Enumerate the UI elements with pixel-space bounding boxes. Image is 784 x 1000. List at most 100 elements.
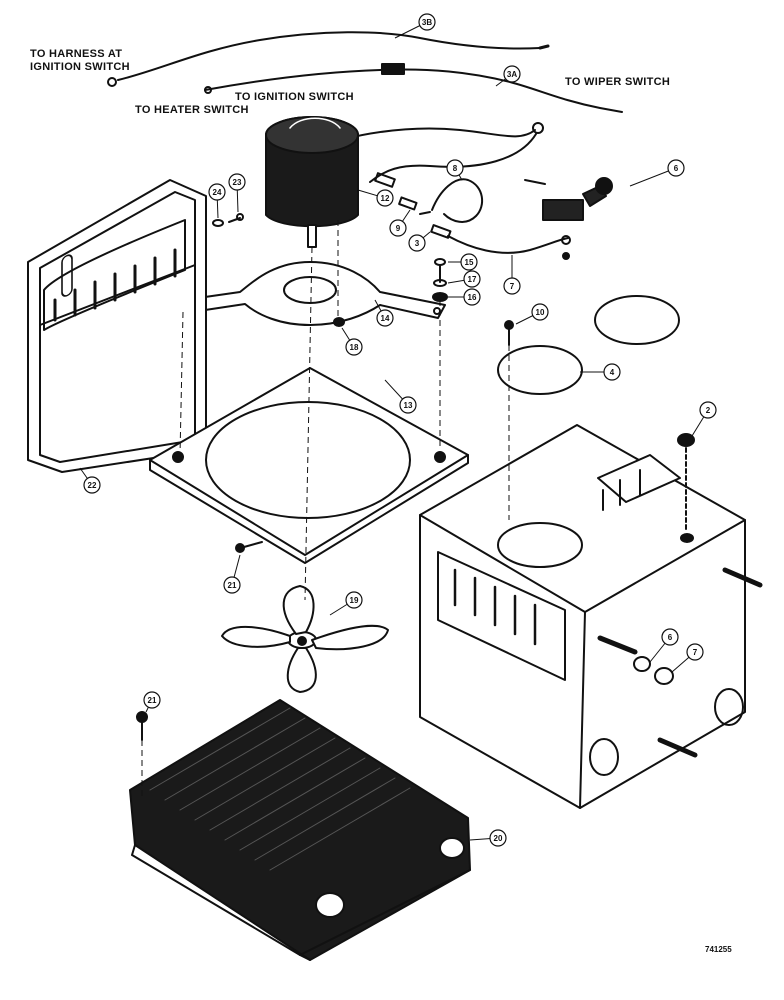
callout-number: 24 [213,188,222,197]
label-heater-switch: TO HEATER SWITCH [135,104,249,116]
callout-circle [463,270,481,288]
callout-circle [446,159,464,177]
label-harness-line2: IGNITION SWITCH [30,61,130,73]
wire-heater [204,63,623,113]
assembly-lines [141,220,510,800]
callout-9: 9 [389,209,411,237]
callout-number: 19 [350,596,359,605]
callout-2: 2 [691,401,717,437]
callout-number: 21 [228,581,237,590]
callout-number: 6 [668,633,673,642]
label-harness-line1: TO HARNESS AT [30,48,123,60]
motor-mount-bracket [169,261,446,326]
label-ignition-switch: TO IGNITION SWITCH [235,91,354,103]
switch-assembly [524,177,613,260]
callout-circle [531,303,549,321]
callout-number: 23 [233,178,242,187]
seal-lower [497,345,583,395]
callout-20: 20 [469,829,507,847]
callout-3: 3 [408,231,431,252]
callout-13: 13 [384,379,417,414]
callout-circle [208,183,226,201]
callout-circle [603,363,621,381]
callout-circle [376,189,394,207]
callout-number: 22 [88,481,97,490]
callout-circle [83,476,101,494]
side-panel [27,179,207,473]
fan-blade [221,585,389,693]
wire-8-loop [419,178,484,223]
hardware-24-23 [212,213,244,227]
callout-4: 4 [580,363,621,381]
callout-12: 12 [357,189,394,207]
hardware-15-17-16 [432,258,448,302]
callout-7: 7 [671,643,704,673]
callout-number: 3 [415,239,420,248]
callout-number: 7 [693,648,698,657]
grommet [677,433,695,447]
callout-7: 7 [503,255,521,295]
callout-number: 12 [381,194,390,203]
bolt-10 [504,320,514,346]
callout-circle [661,628,679,646]
label-wiper-switch: TO WIPER SWITCH [565,76,671,88]
callout-circle [489,829,507,847]
callout-group: 3B3A681293724231517161418104132222119672… [79,13,717,847]
callout-circle [463,288,481,306]
figure-number: 741255 [705,945,732,954]
callout-21: 21 [143,691,161,713]
studs [597,567,763,758]
callout-number: 10 [536,308,545,317]
callout-circle [345,591,363,609]
callout-number: 3B [422,18,432,27]
callout-number: 7 [510,282,515,291]
callout-10: 10 [515,303,549,325]
callout-circle [503,277,521,295]
washer-6 [633,656,651,672]
callout-number: 3A [507,70,517,79]
screw-21-bottom [136,711,148,741]
connectors [374,172,452,239]
callout-3A: 3A [495,65,521,87]
screw-21-top [235,541,263,553]
callout-circle [345,338,363,356]
callout-number: 9 [396,224,401,233]
blower-motor [265,116,359,248]
wire-3b [107,31,550,87]
heater-core [129,699,471,961]
callout-18: 18 [341,327,363,356]
callout-number: 14 [381,314,390,323]
callout-circle [389,219,407,237]
callout-circle [418,13,436,31]
callout-circle [699,401,717,419]
callout-circle [686,643,704,661]
nut-18 [333,317,345,327]
callout-circle [376,309,394,327]
wire-7 [447,235,569,254]
callout-22: 22 [79,467,101,494]
callout-21: 21 [223,554,241,594]
callout-number: 15 [465,258,474,267]
callout-number: 20 [494,834,503,843]
wire-motor [339,122,544,183]
callout-circle [223,576,241,594]
callout-14: 14 [374,299,394,327]
callout-23: 23 [228,173,246,213]
gasket-plate [149,367,469,564]
callout-3B: 3B [394,13,436,39]
callout-circle [460,253,478,271]
callout-number: 6 [674,164,679,173]
callout-circle [143,691,161,709]
callout-circle [408,234,426,252]
callout-number: 4 [610,368,615,377]
callout-6: 6 [649,628,679,663]
callout-circle [228,173,246,191]
callout-number: 18 [350,343,359,352]
callout-17: 17 [447,270,481,288]
callout-circle [667,159,685,177]
heater-housing [419,424,746,809]
nut-7 [654,667,674,685]
callout-number: 13 [404,401,413,410]
